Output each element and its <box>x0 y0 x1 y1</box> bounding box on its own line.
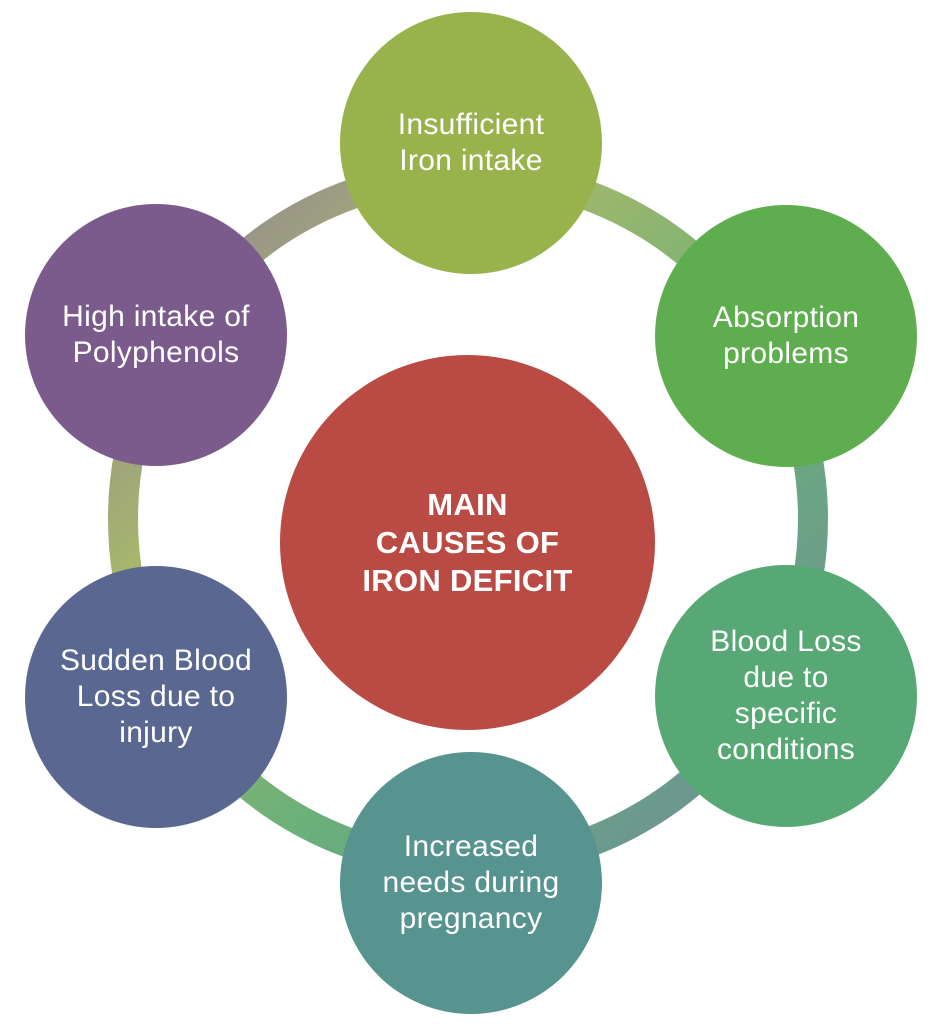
node-line: needs during <box>382 866 560 899</box>
node-line: Insufficient <box>397 108 545 141</box>
node-label: Increased needs during pregnancy <box>382 829 559 937</box>
node-line: High intake of <box>62 300 250 333</box>
node-label: Absorption problems <box>713 300 859 372</box>
center-line: IRON DEFICIT <box>362 562 573 598</box>
center-label: MAIN CAUSES OF IRON DEFICIT <box>362 486 572 600</box>
node-line: Iron intake <box>399 144 543 177</box>
node-high-intake-polyphenols: High intake of Polyphenols <box>25 204 287 466</box>
node-line: Sudden Blood <box>59 644 253 677</box>
node-label: High intake of Polyphenols <box>62 299 250 371</box>
node-sudden-blood-loss-injury: Sudden Blood Loss due to injury <box>25 566 287 828</box>
node-line: injury <box>119 716 193 749</box>
node-line: Absorption <box>712 301 860 334</box>
node-insufficient-iron-intake: Insufficient Iron intake <box>340 12 602 274</box>
node-line: specific <box>734 697 838 730</box>
center-line: MAIN <box>427 486 508 522</box>
node-label: Insufficient Iron intake <box>398 107 544 179</box>
node-blood-loss-specific-conditions: Blood Loss due to specific conditions <box>655 565 917 827</box>
node-line: Loss due to <box>76 680 236 713</box>
node-line: conditions <box>716 733 856 766</box>
node-absorption-problems: Absorption problems <box>655 205 917 467</box>
node-label: Blood Loss due to specific conditions <box>710 624 861 768</box>
center-circle: MAIN CAUSES OF IRON DEFICIT <box>280 355 655 730</box>
node-line: pregnancy <box>399 902 543 935</box>
node-line: Increased <box>403 830 539 863</box>
node-line: Blood Loss <box>710 625 862 658</box>
node-line: due to <box>743 661 829 694</box>
node-line: Polyphenols <box>72 336 240 369</box>
center-line: CAUSES OF <box>375 524 560 560</box>
node-increased-needs-pregnancy: Increased needs during pregnancy <box>340 752 602 1014</box>
node-label: Sudden Blood Loss due to injury <box>60 643 252 751</box>
node-line: problems <box>723 337 849 370</box>
